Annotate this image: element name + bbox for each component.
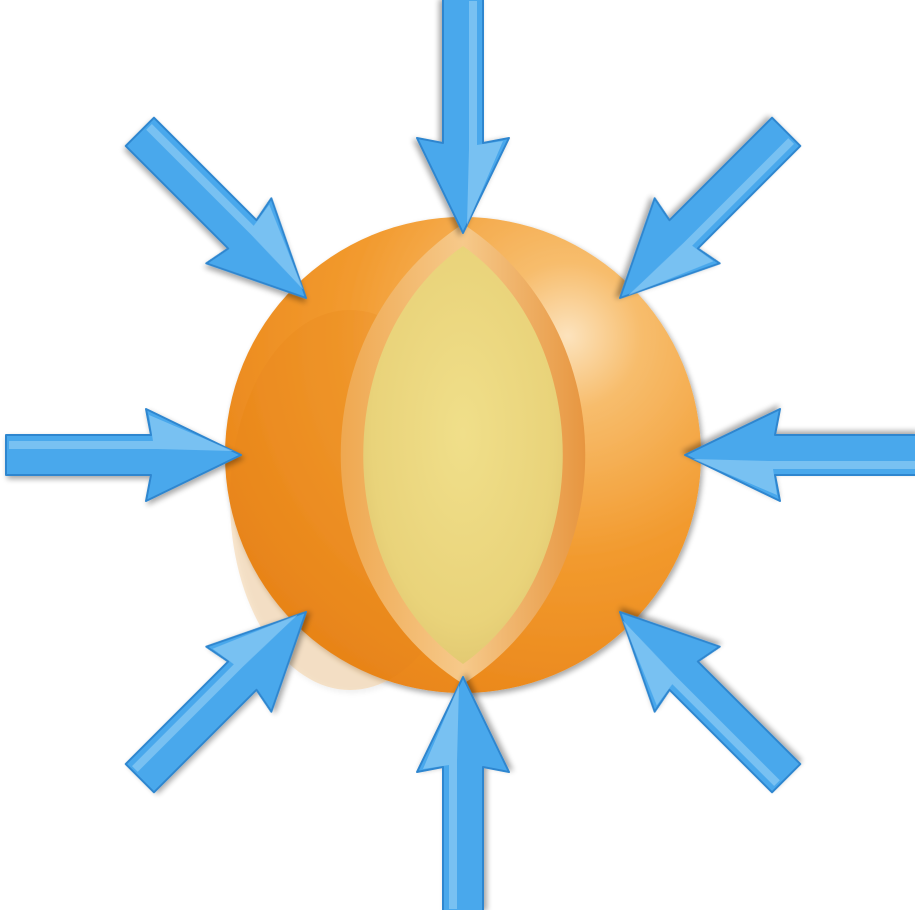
arrow-top-right: [587, 99, 818, 330]
arrow-bottom-right: [587, 579, 818, 810]
arrow-body: [107, 579, 338, 810]
arrow-body: [6, 409, 241, 501]
arrow-highlight: [693, 459, 915, 495]
arrow-highlight: [423, 685, 459, 909]
arrow-highlight: [467, 1, 503, 225]
arrow-right: [685, 409, 915, 501]
arrow-body: [107, 99, 338, 330]
arrow-body: [417, 0, 509, 233]
arrow-bottom: [417, 677, 509, 910]
arrow-body: [685, 409, 915, 501]
arrow-bottom-left: [107, 579, 338, 810]
arrow-highlight: [9, 415, 233, 451]
arrow-body: [587, 99, 818, 330]
arrow-body: [417, 677, 509, 910]
arrow-body: [587, 579, 818, 810]
arrow-top-left: [107, 99, 338, 330]
arrow-top: [417, 0, 509, 233]
arrow-left: [6, 409, 241, 501]
